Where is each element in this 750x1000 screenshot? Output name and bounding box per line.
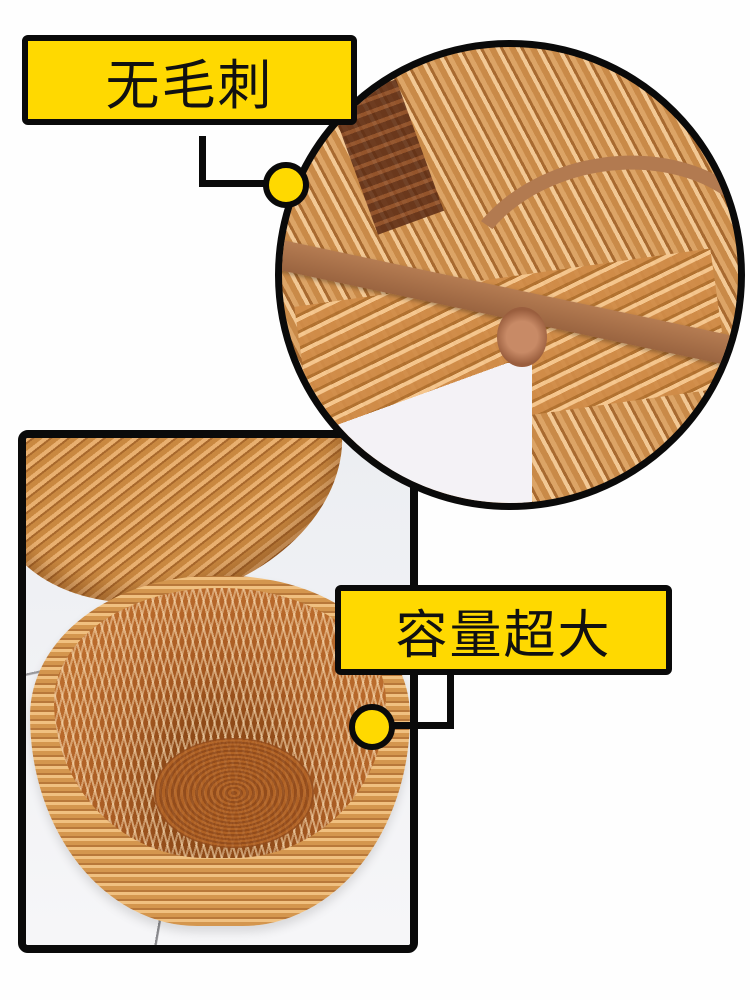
basket-bottom-weave xyxy=(154,738,314,848)
callout-text: 无毛刺 xyxy=(105,53,274,117)
callout-connector-horizontal xyxy=(199,180,271,187)
callout-connector-vertical xyxy=(447,675,454,729)
white-background-patch xyxy=(282,363,532,503)
callout-dot-marker xyxy=(349,704,395,750)
callout-dot-marker xyxy=(263,162,309,208)
callout-label-no-burrs: 无毛刺 xyxy=(22,35,357,125)
callout-text: 容量超大 xyxy=(395,605,612,666)
callout-label-large-capacity: 容量超大 xyxy=(335,585,672,675)
callout-connector-horizontal xyxy=(385,722,454,729)
leather-knot xyxy=(497,307,547,367)
callout-connector-vertical xyxy=(199,136,206,186)
basket-photo-frame xyxy=(18,430,418,953)
